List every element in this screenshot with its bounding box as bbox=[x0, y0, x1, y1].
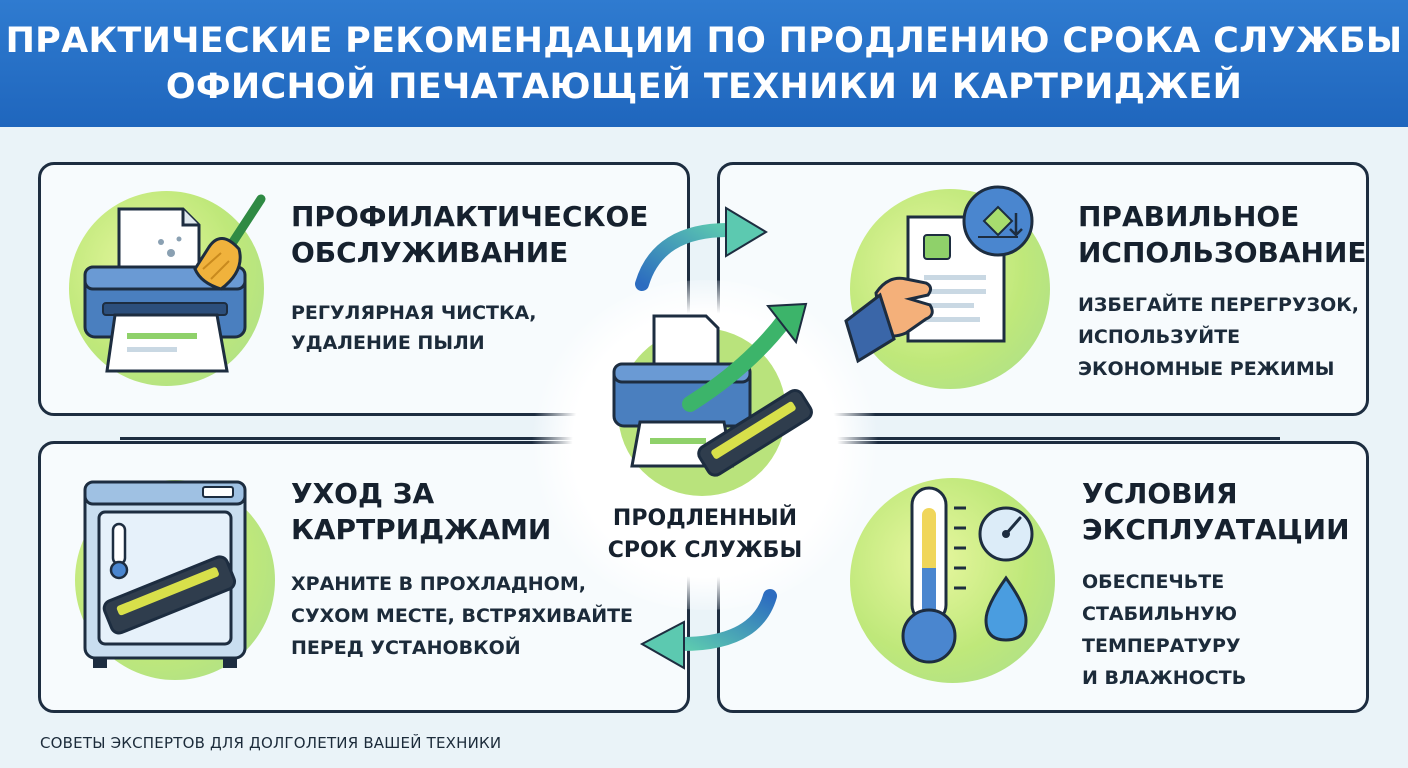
card-conditions: УСЛОВИЯ ЭКСПЛУАТАЦИИ ОБЕСПЕЧЬТЕ СТАБИЛЬН… bbox=[717, 441, 1369, 713]
card-desc-line-1: ИЗБЕГАЙТЕ ПЕРЕГРУЗОК, bbox=[1078, 294, 1359, 316]
cartridge-storage-cabinet-icon bbox=[83, 480, 247, 668]
card-desc-line-3: ТЕМПЕРАТУРУ bbox=[1082, 635, 1241, 657]
card-title-line-2: КАРТРИДЖАМИ bbox=[291, 513, 552, 546]
card-desc-line-1: РЕГУЛЯРНАЯ ЧИСТКА, bbox=[291, 302, 537, 324]
card-desc-line-2: ИСПОЛЬЗУЙТЕ bbox=[1078, 326, 1241, 348]
card-maintenance: ПРОФИЛАКТИЧЕСКОЕ ОБСЛУЖИВАНИЕ РЕГУЛЯРНАЯ… bbox=[38, 162, 690, 416]
card-title-line-1: УСЛОВИЯ bbox=[1082, 477, 1238, 510]
card-desc-line-2: УДАЛЕНИЕ ПЫЛИ bbox=[291, 332, 485, 354]
card-title-line-1: УХОД ЗА bbox=[291, 477, 435, 510]
thermometer-gauge-drop-icon bbox=[901, 486, 1034, 664]
card-desc-line-2: СУХОМ МЕСТЕ, ВСТРЯХИВАЙТЕ bbox=[291, 605, 634, 627]
center-label-line-1: ПРОДЛЕННЫЙ bbox=[612, 506, 798, 531]
card-desc-line-3: ПЕРЕД УСТАНОВКОЙ bbox=[291, 637, 521, 659]
footer-note: СОВЕТЫ ЭКСПЕРТОВ ДЛЯ ДОЛГОЛЕТИЯ ВАШЕЙ ТЕ… bbox=[40, 734, 502, 752]
card-desc-line-1: ОБЕСПЕЧЬТЕ bbox=[1082, 571, 1225, 593]
card-cartridges: УХОД ЗА КАРТРИДЖАМИ ХРАНИТЕ В ПРОХЛАДНОМ… bbox=[38, 441, 690, 713]
divider-right bbox=[828, 437, 1280, 440]
card-desc-line-3: ЭКОНОМНЫЕ РЕЖИМЫ bbox=[1078, 358, 1335, 380]
cycle-arrow-bottom-icon bbox=[639, 589, 777, 670]
card-desc-line-1: ХРАНИТЕ В ПРОХЛАДНОМ, bbox=[291, 573, 586, 595]
card-title-line-1: ПРАВИЛЬНОЕ bbox=[1078, 200, 1300, 233]
page-title-line-2: ОФИСНОЙ ПЕЧАТАЮЩЕЙ ТЕХНИКИ И КАРТРИДЖЕЙ bbox=[165, 66, 1243, 107]
cycle-arrow-top-icon bbox=[635, 206, 768, 291]
printer-cleaning-brush-icon bbox=[83, 194, 266, 373]
divider-left bbox=[120, 437, 582, 440]
printer-cartridge-growth-arrow-icon bbox=[612, 302, 813, 496]
center-label-line-2: СРОК СЛУЖБЫ bbox=[607, 538, 803, 563]
card-title-line-2: ОБСЛУЖИВАНИЕ bbox=[291, 236, 569, 269]
card-title-line-1: ПРОФИЛАКТИЧЕСКОЕ bbox=[291, 200, 649, 233]
card-desc-line-4: И ВЛАЖНОСТЬ bbox=[1082, 667, 1247, 689]
center-label: ПРОДЛЕННЫЙ СРОК СЛУЖБЫ bbox=[560, 503, 850, 567]
card-title-line-2: ЭКСПЛУАТАЦИИ bbox=[1082, 513, 1350, 546]
card-desc-line-2: СТАБИЛЬНУЮ bbox=[1082, 603, 1238, 625]
header-banner: ПРАКТИЧЕСКИЕ РЕКОМЕНДАЦИИ ПО ПРОДЛЕНИЮ С… bbox=[0, 0, 1408, 127]
page-title-line-1: ПРАКТИЧЕСКИЕ РЕКОМЕНДАЦИИ ПО ПРОДЛЕНИЮ С… bbox=[5, 20, 1403, 61]
card-title-line-2: ИСПОЛЬЗОВАНИЕ bbox=[1078, 236, 1367, 269]
hand-document-eco-icon bbox=[844, 185, 1034, 364]
